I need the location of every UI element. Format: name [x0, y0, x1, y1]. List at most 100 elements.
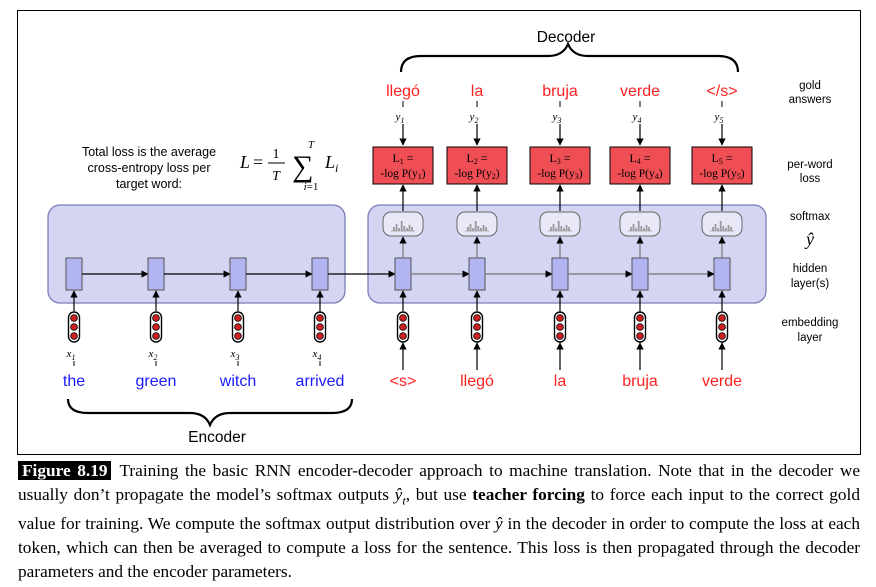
gold-output-word: la [471, 83, 484, 100]
decoder-hidden-unit [631, 257, 649, 291]
loss-formula-text: -log P(y4) [617, 168, 662, 181]
softmax-distribution [701, 211, 743, 237]
encoder-embedding [313, 311, 327, 343]
encoder-input-word: the [63, 373, 85, 390]
figure-label: Figure 8.19 [18, 461, 112, 480]
embedding-layer-label-1: embedding [782, 317, 839, 329]
encoder-embedding [149, 311, 163, 343]
figure-frame [17, 10, 861, 455]
decoder-title: Decoder [537, 29, 596, 46]
gold-y-label: y2 [469, 111, 479, 125]
caption-part-4: in the decoder in order to compute the l… [18, 514, 860, 582]
encoder-x-label: x1 [66, 348, 76, 362]
encoder-input-word: arrived [296, 373, 345, 390]
svg-text:L: L [239, 152, 250, 172]
decoder-hidden-unit [468, 257, 486, 291]
decoder-embedding [553, 311, 567, 343]
loss-formula-text: -log P(y1) [380, 168, 425, 181]
encoder-x-label: x4 [312, 348, 322, 362]
loss-formula-text: -log P(y3) [537, 168, 582, 181]
encoder-embedding [67, 311, 81, 343]
decoder-input-word: bruja [622, 373, 658, 390]
encoder-hidden-unit [65, 257, 83, 291]
caption-part-3: to force each input to the correct gold … [18, 485, 860, 534]
total-loss-line-1: Total loss is the average [82, 145, 216, 159]
encoder-brace [66, 398, 354, 428]
softmax-distribution [382, 211, 424, 237]
per-word-loss-label-2: loss [800, 173, 821, 185]
decoder-input-word: llegó [460, 373, 494, 390]
yhat-label: ŷ [804, 229, 814, 249]
caption-t-subscript: t [402, 493, 406, 508]
decoder-input-word: la [554, 373, 567, 390]
decoder-embedding [633, 311, 647, 343]
total-loss-explanation: Total loss is the average cross-entropy … [82, 145, 216, 191]
svg-text:T: T [272, 169, 281, 184]
encoder-input-word: witch [219, 373, 256, 390]
caption-part-1: Training the basic RNN encoder-decoder a… [18, 461, 861, 504]
loss-formula: L = 1 T ∑ T i=1 Li [239, 139, 338, 193]
loss-label: L1 = [392, 151, 413, 166]
embedding-layer-label-2: layer [798, 332, 823, 344]
encoder-x-label: x2 [148, 348, 158, 362]
decoder-hidden-unit [551, 257, 569, 291]
encoder-title: Encoder [188, 429, 246, 446]
gold-output-word: </s> [706, 83, 737, 100]
caption-yhat: ŷ [495, 514, 503, 534]
encoder-decoder-diagram: Decoder Encoder Total loss is the averag… [17, 10, 861, 455]
per-word-loss-box: L5 = -log P(y5) [691, 146, 753, 185]
softmax-label: softmax [790, 211, 831, 223]
svg-text:T: T [308, 139, 315, 151]
right-labels: gold answers per-word loss softmax ŷ hid… [782, 80, 839, 344]
softmax-distribution [619, 211, 661, 237]
gold-answers-label-1: gold [799, 80, 821, 92]
svg-text:Li: Li [324, 152, 338, 175]
decoder-column: la L3 = -log P(y3) y3 bruja [529, 83, 633, 390]
decoder-hidden-unit [713, 257, 731, 291]
svg-text:=: = [253, 152, 263, 172]
loss-label: L4 = [629, 151, 650, 166]
per-word-loss-box: L2 =-log P(y2) [446, 146, 508, 185]
loss-formula-text: -log P(y5) [699, 168, 744, 181]
encoder-input-word: green [136, 373, 177, 390]
softmax-distribution [539, 211, 581, 237]
per-word-loss-box: L4 = -log P(y4) [609, 146, 671, 185]
caption-part-2: , but use [405, 485, 473, 504]
loss-label: L5 = [711, 151, 732, 166]
decoder-hidden-unit [394, 257, 412, 291]
decoder-column: <s> L1 = -log P(y1) y1 llegó [372, 83, 470, 390]
gold-y-label: y5 [714, 111, 724, 125]
decoder-embedding [396, 311, 410, 343]
svg-text:∑: ∑ [292, 150, 313, 183]
gold-y-label: y4 [632, 111, 642, 125]
hidden-layer-label-2: layer(s) [791, 278, 830, 290]
gold-output-word: llegó [386, 83, 420, 100]
encoder-column: green x2 [136, 257, 231, 390]
gold-answers-label-2: answers [789, 94, 832, 106]
caption-teacher-forcing: teacher forcing [472, 485, 585, 504]
per-word-loss-label-1: per-word [787, 159, 832, 171]
loss-label: L3 = [549, 151, 570, 166]
encoder-hidden-unit [147, 257, 165, 291]
decoder-input-word: <s> [390, 373, 417, 390]
gold-output-word: bruja [542, 83, 578, 100]
loss-formula-text: -log P(y2) [454, 168, 499, 181]
decoder-embedding [470, 311, 484, 343]
encoder-embedding [231, 311, 245, 343]
decoder-columns: <s> L1 = -log P(y1) y1 llegó llegó L2 =-log P(… [328, 83, 753, 390]
total-loss-line-2: cross-entropy loss per [88, 161, 211, 175]
per-word-loss-box: L3 = -log P(y3) [529, 146, 591, 185]
gold-y-label: y3 [552, 111, 562, 125]
encoder-panel [47, 204, 346, 304]
encoder-column: arrived x4 [296, 257, 345, 390]
encoder-hidden-unit [311, 257, 329, 291]
softmax-distribution [456, 211, 498, 237]
caption-yhat-t: ŷ [394, 485, 403, 504]
gold-y-label: y1 [395, 111, 405, 125]
decoder-column: llegó L2 =-log P(y2) y2 la [446, 83, 553, 390]
svg-text:i=1: i=1 [304, 181, 319, 193]
